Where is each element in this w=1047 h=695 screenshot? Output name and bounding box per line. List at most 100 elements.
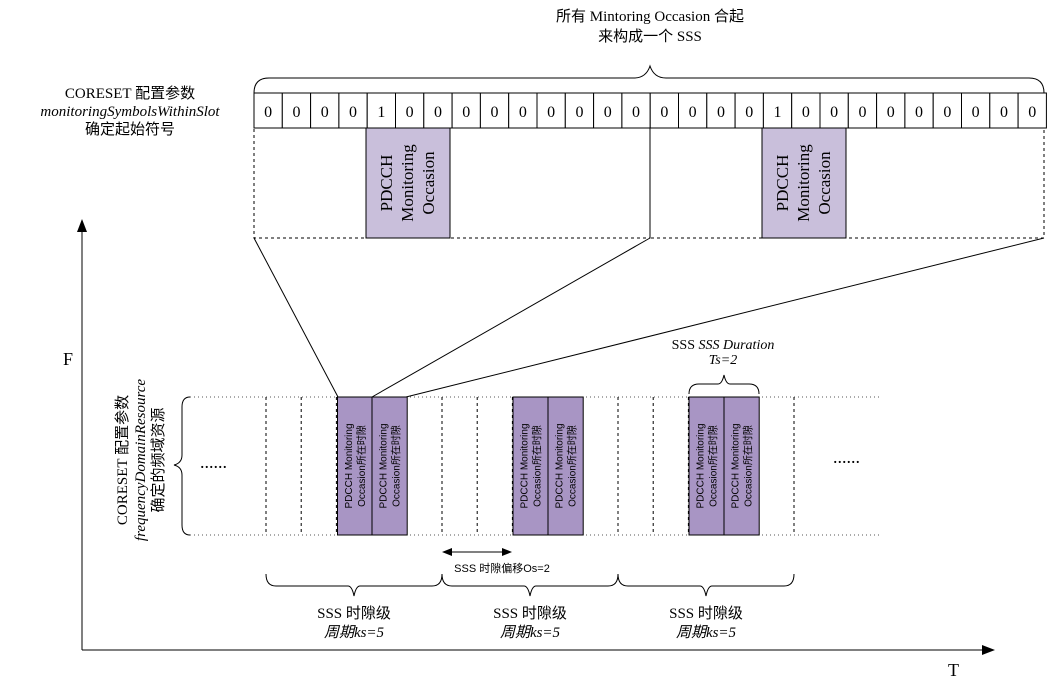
bit-cell [395,92,425,129]
f-axis-arrow [77,219,87,232]
bit-value: 0 [519,104,527,121]
period-label-line1: SSS 时隙级 [317,605,391,622]
pdcch-slot-line2: Occasion所在时隙 [531,425,544,507]
bit-value: 0 [292,104,300,121]
f-axis-label: F [63,349,73,369]
sss-duration-line2: Ts=2 [709,353,737,368]
bit-value: 0 [915,104,923,121]
bit-cell [819,92,849,129]
period-brace [265,573,443,597]
coreset-top-line2: monitoringSymbolsWithinSlot [40,104,220,120]
bit-value: 0 [1000,104,1008,121]
mo2-line1: PDCCH [773,155,792,212]
bit-cell [847,92,878,129]
t-axis-label: T [948,660,959,680]
coreset-top-line1: CORESET 配置参数 [65,85,195,102]
period-label-line2: 周期ks=5 [324,624,385,641]
mo1-line3: Occasion [419,151,438,215]
bit-cell [451,92,481,129]
bit-cell [932,92,963,129]
pdcch-slot-line2: Occasion所在时隙 [742,425,755,507]
bit-value: 0 [434,104,442,121]
period-label-line1: SSS 时隙级 [493,605,567,622]
coreset-left-line2: frequencyDomainResource [133,379,149,542]
ellipsis-left: ...... [200,452,227,472]
period-brace [617,573,795,597]
bit-value: 0 [1028,104,1036,121]
pdcch-slot-box [512,396,549,536]
period-label-line1: SSS 时隙级 [669,605,743,622]
bit-value: 0 [349,104,357,121]
bit-cell [253,92,283,129]
pdcch-slot-box [337,396,374,536]
bit-value: 0 [632,104,640,121]
bit-value: 0 [887,104,895,121]
zoom-line-right [405,237,1045,398]
left-brace [173,396,191,536]
bit-cell [310,92,340,129]
bit-cell [989,92,1019,129]
pdcch-slot-line1: PDCCH Monitoring [379,423,390,508]
bit-value: 0 [858,104,866,121]
offset-arrow-left [442,548,452,556]
bit-value: 0 [689,104,697,121]
mo1-line2: Monitoring [398,144,417,222]
bit-value: 0 [830,104,838,121]
offset-arrow-right [502,548,512,556]
mo1-line1: PDCCH [377,155,396,212]
mo2-line3: Occasion [815,151,834,215]
bit-value: 0 [264,104,272,121]
bit-cell [876,92,906,129]
bit-value: 0 [717,104,725,121]
pdcch-slot-line1: PDCCH Monitoring [731,423,742,508]
ellipsis-right: ...... [833,447,860,467]
zoom-line-middle [371,237,651,398]
offset-label: SSS 时隙偏移Os=2 [454,561,550,575]
pdcch-slot-box [688,396,725,536]
bit-value: 0 [802,104,810,121]
bit-value: 0 [575,104,583,121]
pdcch-slot-line1: PDCCH Monitoring [344,423,355,508]
t-axis-arrow [982,645,995,655]
zoom-line-left [253,237,339,398]
top-label-line1: 所有 Mintoring Occasion 合起 [556,8,744,25]
pdcch-slot-line2: Occasion所在时隙 [390,425,403,507]
sss-duration-brace [688,374,760,395]
mo2-line2: Monitoring [794,144,813,222]
coreset-left-label: CORESET 配置参数 frequencyDomainResource 确定的… [114,379,167,542]
bit-value: 0 [462,104,470,121]
bit-value: 0 [547,104,555,121]
pdcch-slot-line2: Occasion所在时隙 [707,425,720,507]
sss-duration-line1: SSS SSS Duration [672,338,775,353]
bit-cell [762,92,793,129]
pdcch-slot-line1: PDCCH Monitoring [555,423,566,508]
pdcch-slot-line2: Occasion所在时隙 [566,425,579,507]
monitoring-occasion-box-1 [365,127,451,239]
bit-value: 1 [377,104,385,121]
bit-value: 0 [406,104,414,121]
period-label-line2: 周期ks=5 [500,624,561,641]
bit-cell [1017,92,1047,129]
pdcch-slot-box [371,396,408,536]
bit-value: 0 [660,104,668,121]
slot1-detail-area [253,127,651,239]
pdcch-slot-line1: PDCCH Monitoring [696,423,707,508]
bit-value: 0 [491,104,499,121]
bit-cell [564,92,595,129]
pdcch-slot-line2: Occasion所在时隙 [355,425,368,507]
bit-value: 0 [321,104,329,121]
bit-cell [791,92,821,129]
monitoring-occasion-label-2: PDCCH Monitoring Occasion [773,144,834,222]
bit-cell [706,92,736,129]
period-brace [441,573,619,597]
bit-cell [508,92,538,129]
